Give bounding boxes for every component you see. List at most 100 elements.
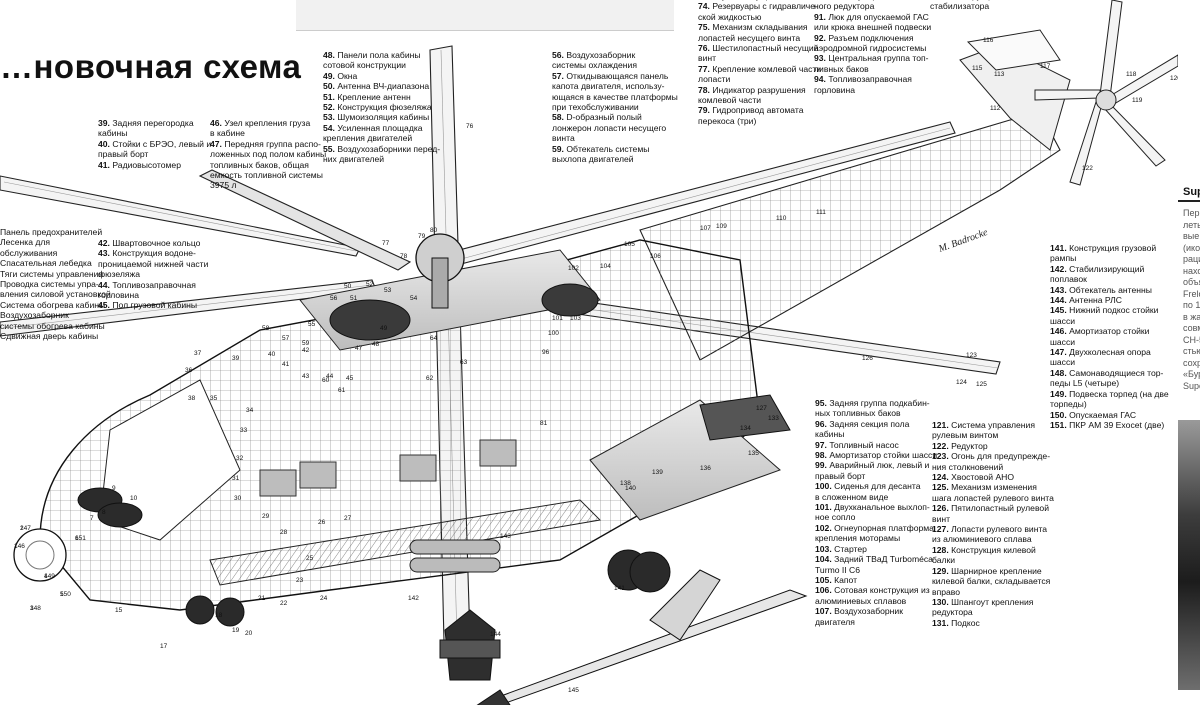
callout-118: 118 <box>1126 71 1137 78</box>
nose-radome <box>13 528 67 582</box>
callout-42: 42 <box>302 347 310 354</box>
cabin-floor <box>209 499 602 586</box>
callout-79: 79 <box>418 233 426 240</box>
callout-125: 125 <box>976 381 987 388</box>
page-title: …новочная схема <box>0 48 302 85</box>
callout-57: 57 <box>282 335 290 342</box>
callout-145: 145 <box>568 687 579 694</box>
callout-149: 149 <box>44 573 55 580</box>
callout-54: 54 <box>410 295 418 302</box>
artist-signature: M. Badrocke <box>936 227 989 255</box>
callout-96: 96 <box>542 349 550 356</box>
callout-25: 25 <box>306 555 314 562</box>
side-article-title: Sup <box>1183 186 1200 198</box>
callout-37: 37 <box>194 350 202 357</box>
callout-18: 18 <box>215 612 223 619</box>
legend-95-107: 95. Задняя группа подкабин-ных топливных… <box>815 398 938 627</box>
callout-105: 105 <box>624 241 635 248</box>
callout-110: 110 <box>776 215 787 222</box>
callout-126: 126 <box>862 355 873 362</box>
callout-21: 21 <box>258 595 266 602</box>
callout-38: 38 <box>188 395 196 402</box>
intake-panel <box>699 394 791 441</box>
stabilizer <box>966 29 1061 71</box>
rotor-mast <box>431 257 449 309</box>
legend-90-94: 90. Шпангоут крепления глав-ного редукто… <box>814 0 933 95</box>
callout-119: 119 <box>1132 97 1143 104</box>
callout-112: 112 <box>990 105 1001 112</box>
callout-34: 34 <box>246 407 254 414</box>
callout-8: 8 <box>102 509 106 516</box>
callout-19: 19 <box>232 627 240 634</box>
callout-80: 80 <box>430 227 438 234</box>
callout-143: 143 <box>500 533 511 540</box>
callout-5: 5 <box>60 591 64 598</box>
callout-29: 29 <box>262 513 270 520</box>
callout-140: 140 <box>625 485 636 492</box>
header-box <box>296 0 674 31</box>
callout-142: 142 <box>408 595 419 602</box>
callout-30: 30 <box>234 495 242 502</box>
callout-151: 151 <box>75 535 86 542</box>
callout-106: 106 <box>650 253 661 260</box>
callout-27: 27 <box>344 515 352 522</box>
torpedo-pair <box>409 539 501 555</box>
callout-51: 51 <box>350 295 358 302</box>
callout-35: 35 <box>210 395 218 402</box>
callout-45: 45 <box>346 375 354 382</box>
tail-rotor-hub <box>1095 89 1117 111</box>
callout-117: 117 <box>1040 63 1051 70</box>
callout-36: 36 <box>185 367 193 374</box>
callout-122: 122 <box>1082 165 1093 172</box>
callout-3: 3 <box>30 605 34 612</box>
callout-150: 150 <box>60 591 71 598</box>
callout-133: 133 <box>768 415 779 422</box>
callout-47: 47 <box>355 345 363 352</box>
callout-116: 116 <box>983 37 994 44</box>
callout-41: 41 <box>282 361 290 368</box>
callout-32: 32 <box>236 455 244 462</box>
callout-104: 104 <box>600 263 611 270</box>
callout-134: 134 <box>740 425 751 432</box>
callout-28: 28 <box>280 529 288 536</box>
callout-81: 81 <box>540 420 548 427</box>
callout-26: 26 <box>318 519 326 526</box>
callout-2: 2 <box>20 525 24 532</box>
callout-24: 24 <box>320 595 328 602</box>
callout-63: 63 <box>460 359 468 366</box>
callout-43: 43 <box>302 373 310 380</box>
side-rule <box>1178 200 1200 202</box>
callout-77: 77 <box>382 240 390 247</box>
callout-123: 123 <box>966 352 977 359</box>
callout-31: 31 <box>232 475 240 482</box>
callout-44: 44 <box>326 373 334 380</box>
engine-2 <box>541 283 599 317</box>
callout-148: 148 <box>30 605 41 612</box>
callout-61: 61 <box>338 387 346 394</box>
callout-58: 58 <box>262 325 270 332</box>
callout-115: 115 <box>972 65 983 72</box>
callout-52: 52 <box>366 281 374 288</box>
callout-33: 33 <box>240 427 248 434</box>
callout-144: 144 <box>490 631 501 638</box>
callout-48: 48 <box>372 341 380 348</box>
callout-1: 1 <box>14 543 18 550</box>
engine-1 <box>329 299 411 341</box>
callout-138: 138 <box>620 480 631 487</box>
callout-59: 59 <box>302 340 310 347</box>
callout-109: 109 <box>716 223 727 230</box>
legend-73-79: 73. Втулка несущего винта74. Резервуары … <box>698 0 822 126</box>
callout-53: 53 <box>384 287 392 294</box>
landing-gear <box>185 549 671 627</box>
callout-64: 64 <box>430 335 438 342</box>
callout-60: 60 <box>322 377 330 384</box>
